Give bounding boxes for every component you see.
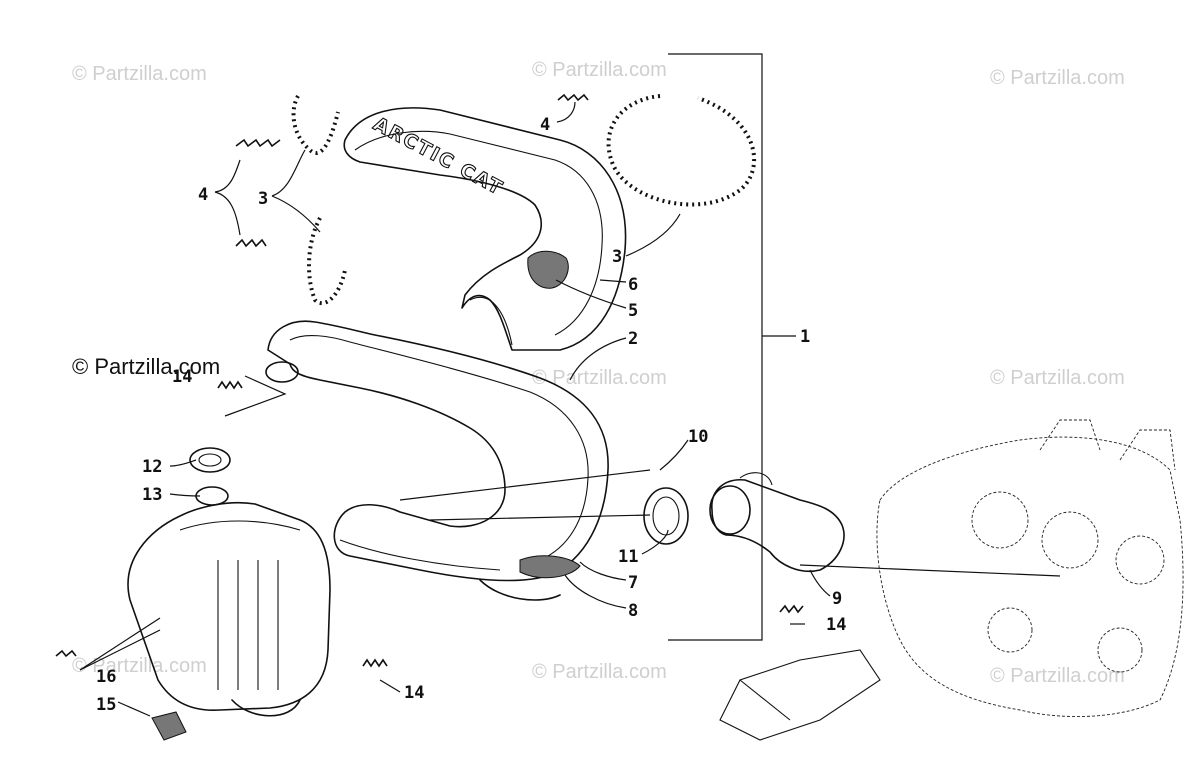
callout-16: 16 <box>96 667 116 687</box>
heat-shield: ARCTIC CAT <box>343 107 627 351</box>
callout-1: 1 <box>800 327 810 347</box>
callouts: 1 2 3 3 4 4 5 6 7 8 9 10 11 12 13 14 14 … <box>96 115 846 715</box>
watermark: © Partzilla.com <box>990 665 1125 687</box>
callout-12: 12 <box>142 457 162 477</box>
watermark: © Partzilla.com <box>532 59 667 81</box>
callout-14: 14 <box>172 367 192 387</box>
assembly-bracket <box>668 53 796 641</box>
watermark: © Partzilla.com <box>72 63 207 85</box>
callout-5: 5 <box>628 301 638 321</box>
watermark: © Partzilla.com <box>532 661 667 683</box>
watermark: © Partzilla.com <box>990 67 1125 89</box>
callout-9: 9 <box>832 589 842 609</box>
callout-3: 3 <box>258 189 268 209</box>
callout-7: 7 <box>628 573 638 593</box>
manifold <box>709 472 845 572</box>
callout-3: 3 <box>612 247 622 267</box>
mount-bracket <box>719 649 881 741</box>
springs <box>55 93 804 668</box>
leader-lines <box>79 101 1061 717</box>
muffler <box>127 486 331 741</box>
callout-14: 14 <box>404 683 424 703</box>
heat-shield-logo: ARCTIC CAT <box>370 113 507 200</box>
gaskets <box>189 447 689 545</box>
callout-6: 6 <box>628 275 638 295</box>
callout-8: 8 <box>628 601 638 621</box>
straps <box>291 94 756 306</box>
callout-2: 2 <box>628 329 638 349</box>
watermark: © Partzilla.com <box>532 367 667 389</box>
callout-15: 15 <box>96 695 116 715</box>
watermarks: © Partzilla.com © Partzilla.com © Partzi… <box>72 59 1125 687</box>
callout-4: 4 <box>198 185 208 205</box>
callout-14: 14 <box>826 615 846 635</box>
expansion-chamber <box>265 320 609 601</box>
watermark-dark: © Partzilla.com <box>72 354 220 379</box>
callout-10: 10 <box>688 427 708 447</box>
watermark: © Partzilla.com <box>72 655 207 677</box>
callout-11: 11 <box>618 547 638 567</box>
callout-4: 4 <box>540 115 550 135</box>
engine <box>876 419 1184 717</box>
watermark: © Partzilla.com <box>990 367 1125 389</box>
callout-13: 13 <box>142 485 162 505</box>
